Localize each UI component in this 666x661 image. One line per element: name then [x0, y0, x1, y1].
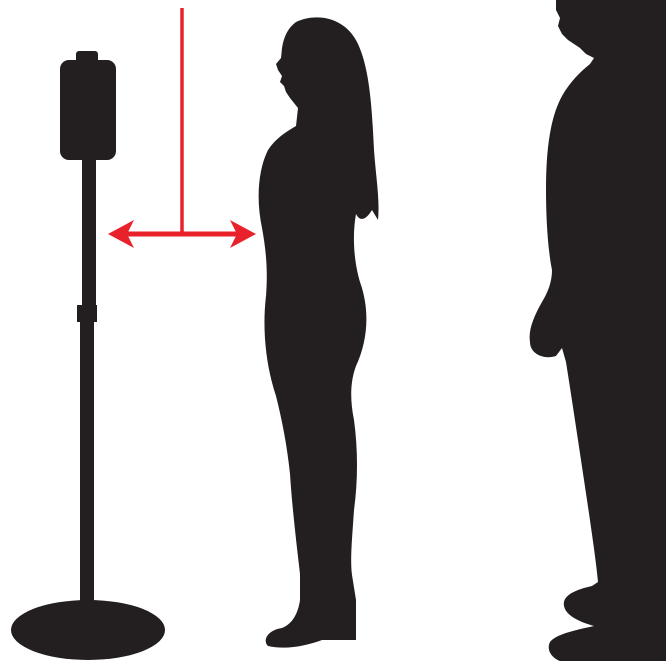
man-silhouette [530, 0, 666, 661]
dispenser-cap [76, 51, 98, 63]
man-body [530, 0, 666, 661]
dispenser-stand-icon [11, 51, 165, 660]
stand-pole-upper [82, 158, 96, 308]
dispenser-head [60, 60, 116, 160]
woman-body [259, 17, 379, 647]
stand-pole-lower [80, 320, 94, 610]
stand-collar [77, 305, 97, 322]
double-arrow-icon [108, 8, 256, 248]
woman-silhouette [259, 17, 379, 647]
stand-base [11, 600, 165, 660]
